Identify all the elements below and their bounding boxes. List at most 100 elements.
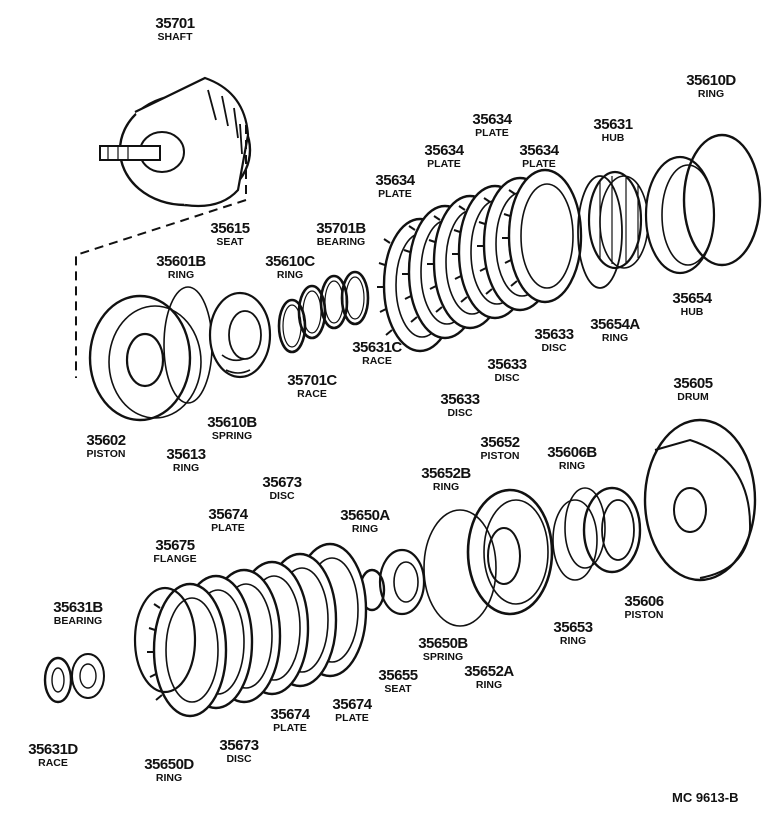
part-number: 35674: [332, 696, 372, 713]
part-name: PLATE: [335, 712, 369, 724]
part-name: DRUM: [677, 391, 709, 403]
part-name: PLATE: [475, 127, 509, 139]
seat-part: [208, 291, 272, 379]
part-number: 35654A: [590, 316, 640, 333]
part-name: DISC: [269, 490, 295, 502]
part-number: 35652A: [464, 663, 514, 680]
part-name: RACE: [38, 757, 68, 769]
part-name: RING: [432, 481, 460, 493]
hub-part-2: [644, 155, 716, 275]
part-name: PLATE: [427, 158, 461, 170]
part-name: PLATE: [211, 522, 245, 534]
part-name: RACE: [297, 388, 327, 400]
part-name: RING: [276, 269, 304, 281]
part-number: 35701B: [316, 220, 366, 237]
part-name: RING: [697, 88, 725, 100]
part-name: RING: [167, 269, 195, 281]
drum-part: [643, 418, 757, 582]
part-number: 35674: [270, 706, 310, 723]
hub-part: [587, 170, 649, 270]
part-number: 35652B: [421, 465, 471, 482]
part-number: 35615: [210, 220, 250, 237]
part-name: PISTON: [624, 609, 664, 621]
part-number: 35634: [472, 111, 512, 128]
part-number: 35634: [519, 142, 559, 159]
part-name: RING: [558, 460, 586, 472]
part-number: 35633: [534, 326, 574, 343]
part-name: SHAFT: [157, 31, 193, 43]
part-number: 35650B: [418, 635, 468, 652]
part-number: 35610B: [207, 414, 257, 431]
piston-part: [88, 294, 202, 422]
part-name: PLATE: [273, 722, 307, 734]
part-number: 35673: [262, 474, 302, 491]
part-number: 35654: [672, 290, 712, 307]
part-name: HUB: [680, 306, 704, 318]
part-number: 35653: [553, 619, 593, 636]
part-number: 35655: [378, 667, 418, 684]
piston-part-2: [466, 488, 554, 616]
part-number: 35601B: [156, 253, 206, 270]
part-name: RING: [155, 772, 183, 784]
part-name: DISC: [541, 342, 567, 354]
part-name: BEARING: [53, 615, 103, 627]
part-number: 35605: [673, 375, 713, 392]
part-number: 35650A: [340, 507, 390, 524]
part-name: SEAT: [216, 236, 244, 248]
part-number: 35701C: [287, 372, 337, 389]
part-number: 35633: [440, 391, 480, 408]
part-number: 35631C: [352, 339, 402, 356]
part-name: RING: [172, 462, 200, 474]
part-number: 35631B: [53, 599, 103, 616]
part-name: FLANGE: [153, 553, 197, 565]
part-number: 35650D: [144, 756, 194, 773]
part-number: 35675: [155, 537, 195, 554]
part-number: 35631D: [28, 741, 78, 758]
part-name: RING: [475, 679, 503, 691]
part-name: DISC: [226, 753, 252, 765]
part-name: PISTON: [86, 448, 126, 460]
part-name: BEARING: [316, 236, 366, 248]
part-number: 35701: [155, 15, 195, 32]
part-number: 35633: [487, 356, 527, 373]
part-number: 35606: [624, 593, 664, 610]
part-number: 35631: [593, 116, 633, 133]
part-number: 35652: [480, 434, 520, 451]
part-name: SPRING: [422, 651, 464, 663]
